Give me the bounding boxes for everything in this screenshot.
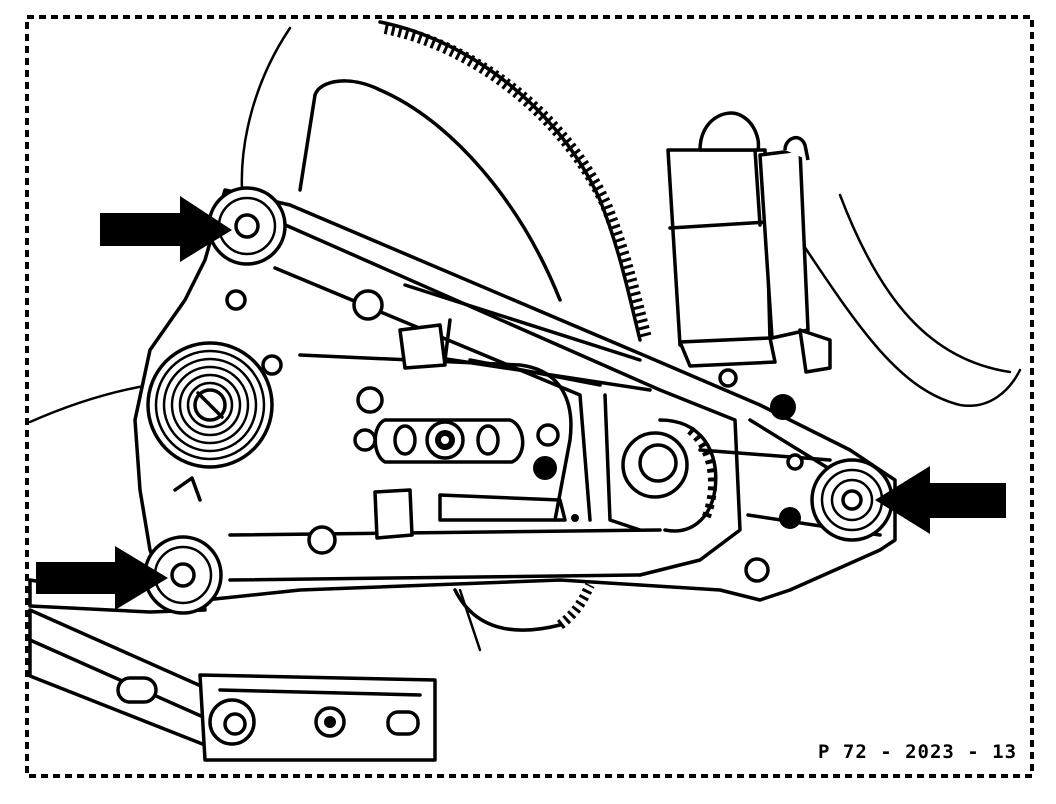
reference-code: P 72 - 2023 - 13 [818,741,1018,763]
right-mounting-bolt [810,458,894,542]
arrow-upper-left-bolt [100,196,232,262]
door-contour [28,26,1022,424]
arrow-lower-left-bolt [36,546,168,610]
regulator-plate [133,188,897,602]
clock-spring [146,341,283,502]
lower-slide-rail [28,573,437,762]
sector-gear [298,20,652,652]
arrow-right-bolt [875,466,1006,534]
window-motor [666,111,832,388]
dashed-frame [25,15,1034,778]
